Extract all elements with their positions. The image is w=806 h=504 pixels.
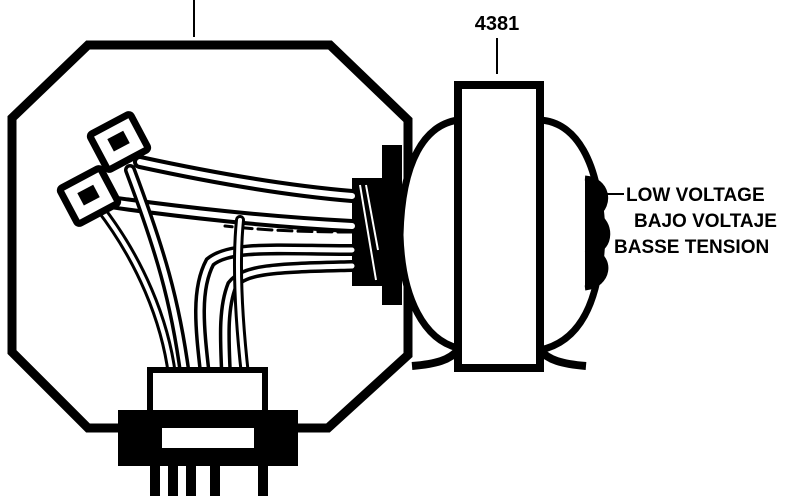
low-voltage-terminal <box>584 175 611 291</box>
transformer <box>352 38 611 372</box>
plug-connector <box>118 367 298 496</box>
spade-terminal-lower <box>56 165 122 227</box>
junction-box <box>7 0 413 433</box>
wire-bundle <box>95 155 359 381</box>
connector-pin <box>186 466 196 496</box>
connector-pin <box>150 466 160 496</box>
voltage-label-fr: BASSE TENSION <box>614 237 769 258</box>
part-number-label: 4381 <box>475 13 520 35</box>
connector-pin <box>258 466 268 496</box>
transformer-core <box>454 81 544 372</box>
voltage-label-es: BAJO VOLTAJE <box>634 211 777 232</box>
spade-terminals <box>56 111 152 227</box>
connector-pin <box>210 466 220 496</box>
transformer-left-foot <box>411 347 462 370</box>
spade-terminal-upper <box>86 111 152 173</box>
voltage-label-en: LOW VOLTAGE <box>626 185 765 206</box>
connector-pin <box>168 466 178 496</box>
transformer-right-foot <box>536 347 587 370</box>
